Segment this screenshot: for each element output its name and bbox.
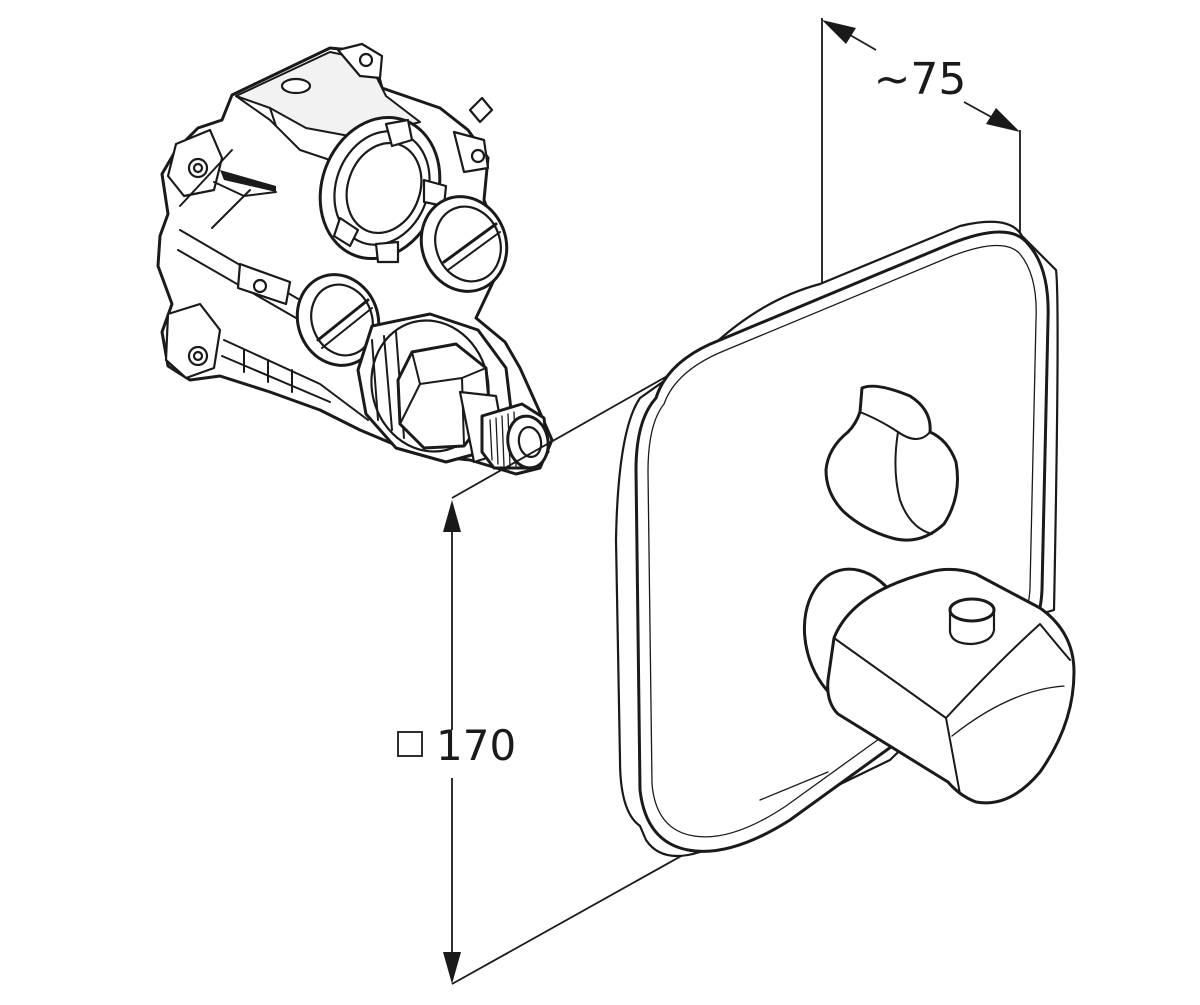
arrowhead-depth-left <box>822 20 856 44</box>
safety-button <box>948 597 996 646</box>
arrowhead-depth-right <box>986 108 1020 132</box>
arrowhead-bottom <box>443 952 461 984</box>
dimension-labels: ~75 170 <box>397 54 967 770</box>
thermostat-handle <box>802 567 1076 805</box>
depth-dimension-label: ~75 <box>874 54 967 105</box>
thermostat-cartridge <box>356 312 550 470</box>
diverter-knob <box>824 384 959 542</box>
plug-screw-upper <box>419 195 509 293</box>
arrowhead-top <box>443 500 461 532</box>
cover-plate <box>614 220 1076 858</box>
plug-screw-lower <box>295 273 381 367</box>
square-symbol-icon <box>397 731 423 757</box>
size-dimension-label: 170 <box>436 721 516 770</box>
mounting-box <box>156 42 554 476</box>
